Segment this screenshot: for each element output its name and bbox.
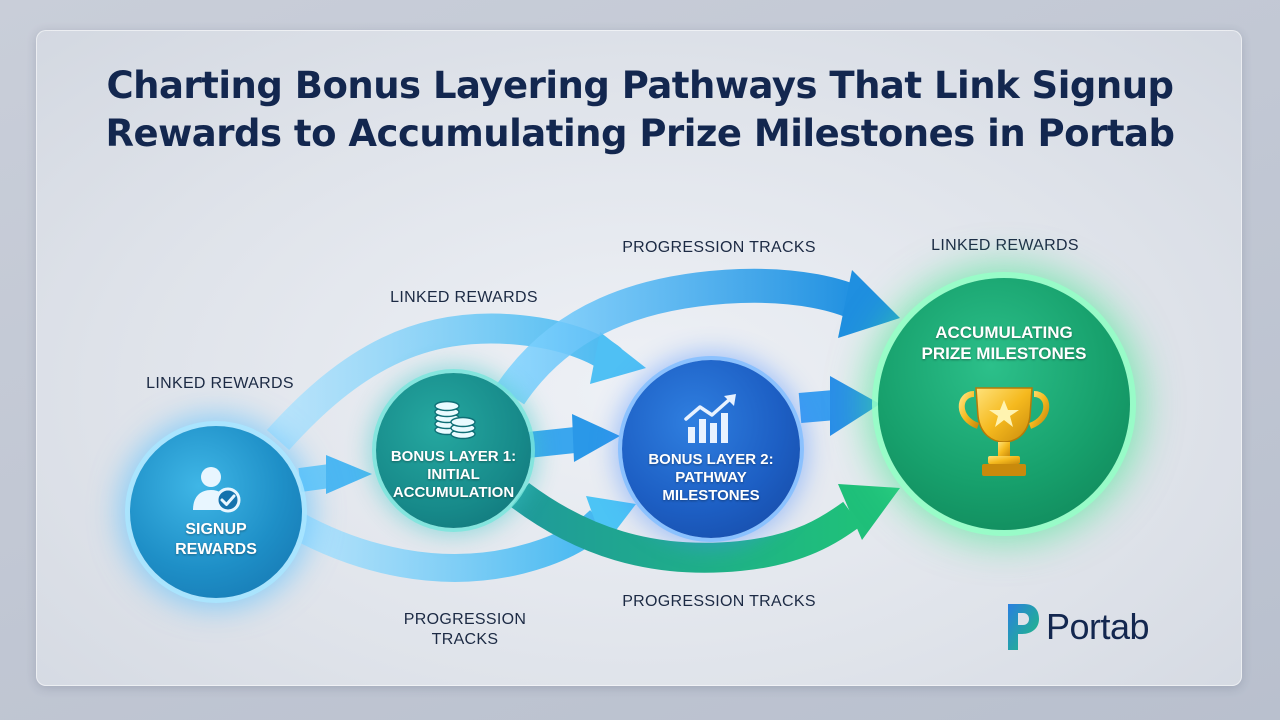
growth-chart-icon — [684, 394, 736, 443]
layer2-line-3: MILESTONES — [662, 487, 760, 504]
layer2-line-2: PATHWAY — [675, 469, 747, 486]
arrowhead-layer2-to-prize — [830, 376, 880, 436]
node-bonus-layer-2: BONUS LAYER 2: PATHWAY MILESTONES — [622, 360, 800, 538]
layer1-line-3: ACCUMULATION — [392, 483, 515, 501]
layer1-line-2: INITIAL — [427, 465, 480, 483]
label-linked-rewards-mid: LINKED REWARDS — [390, 289, 538, 306]
title-line-2: Rewards to Accumulating Prize Milestones… — [105, 112, 1175, 155]
layer1-line-1: BONUS LAYER 1: — [390, 447, 517, 465]
user-check-icon — [193, 467, 241, 513]
arrowhead-signup-progression-bottom — [586, 496, 636, 546]
portab-wordmark: Portab — [1046, 606, 1150, 647]
arrow-signup-linked-upper — [266, 313, 622, 451]
portab-brand: Portab — [1006, 600, 1150, 654]
signup-line-1: SIGNUP — [185, 521, 247, 538]
label-progression-tracks-bottom-left: PROGRESSION TRACKS — [390, 610, 540, 650]
prize-line-2: PRIZE MILESTONES — [921, 344, 1087, 363]
label-progression-tracks-bottom-right: PROGRESSION TRACKS — [622, 593, 816, 610]
arrowhead-layer1-progression-top — [838, 270, 900, 338]
trophy-icon — [958, 387, 1050, 476]
arrow-signup-to-layer1 — [298, 464, 332, 492]
arrowhead-signup-to-layer1 — [326, 455, 372, 494]
label-progression-line-2: TRACKS — [431, 631, 499, 648]
arrow-layer1-progression-green — [511, 482, 861, 573]
label-progression-line-1: PROGRESSION — [403, 611, 527, 628]
arrow-layer1-progression-top — [495, 268, 868, 405]
signup-line-2: REWARDS — [175, 541, 257, 558]
page-title: Charting Bonus Layering Pathways That Li… — [0, 62, 1280, 158]
arrow-layer2-to-prize — [798, 390, 837, 423]
node-accumulating-prize-milestones: ACCUMULATING PRIZE MILESTONES — [878, 278, 1130, 530]
portab-logo-icon — [1008, 604, 1039, 650]
arrow-layer1-to-layer2 — [526, 427, 577, 458]
prize-line-1: ACCUMULATING — [935, 323, 1073, 342]
coin-stack-icon — [433, 400, 476, 439]
arrowhead-layer1-progression-green — [838, 484, 900, 540]
label-linked-rewards-right: LINKED REWARDS — [931, 237, 1079, 254]
layer2-line-1: BONUS LAYER 2: — [648, 451, 774, 468]
node-bonus-layer-1: BONUS LAYER 1: INITIAL ACCUMULATION — [376, 373, 531, 528]
arrowhead-layer1-to-layer2 — [572, 414, 620, 462]
arrowhead-signup-linked-upper — [590, 332, 646, 384]
label-progression-tracks-top: PROGRESSION TRACKS — [622, 239, 816, 256]
title-line-1: Charting Bonus Layering Pathways That Li… — [106, 64, 1174, 107]
node-signup-rewards: SIGNUP REWARDS — [130, 426, 302, 598]
label-linked-rewards-left: LINKED REWARDS — [146, 375, 294, 392]
